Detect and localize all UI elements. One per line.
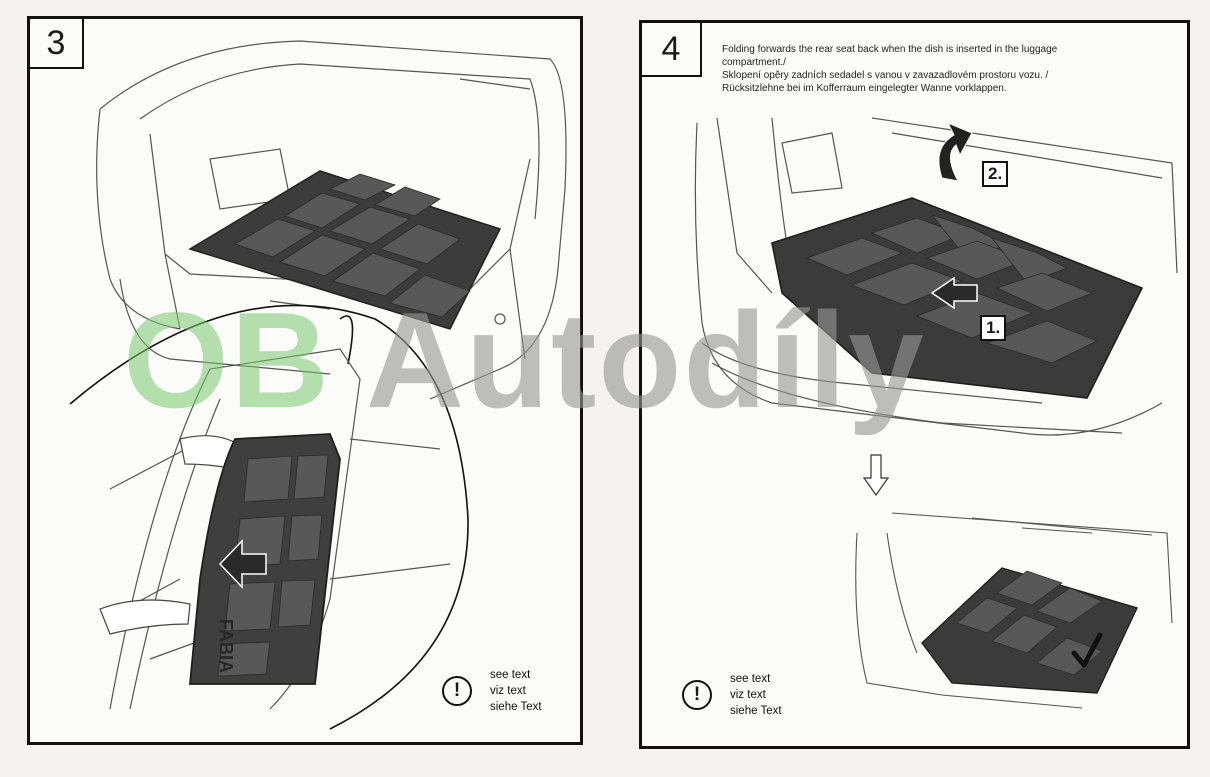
note-text: see text viz text siehe Text <box>490 667 542 715</box>
step-4-illustration <box>694 117 1178 709</box>
note-line: siehe Text <box>730 705 782 717</box>
note-text: see text viz text siehe Text <box>730 671 782 719</box>
see-text-note: ! see text viz text siehe Text <box>442 667 542 715</box>
step-3-illustration: FABIA <box>69 40 567 730</box>
note-line: viz text <box>730 689 766 701</box>
step-4-panel: 4 Folding forwards the rear seat back wh… <box>639 20 1190 749</box>
step-caption: Folding forwards the rear seat back when… <box>722 43 1172 95</box>
step-number: 3 <box>30 19 84 69</box>
exclamation-icon: ! <box>442 676 472 706</box>
step-label-2: 2. <box>982 161 1009 187</box>
caption-line: Rücksitzlehne bei im Kofferraum eingeleg… <box>722 83 1007 94</box>
note-line: siehe Text <box>490 701 542 713</box>
step-3-panel: 3 <box>27 16 583 745</box>
note-line: see text <box>730 673 771 685</box>
note-line: see text <box>490 669 531 681</box>
caption-line: compartment./ <box>722 57 786 68</box>
note-line: viz text <box>490 685 526 697</box>
tray-brand-text: FABIA <box>216 619 236 673</box>
check-icon <box>1071 632 1103 668</box>
step-number: 4 <box>642 23 702 77</box>
caption-line: Folding forwards the rear seat back when… <box>722 44 1058 55</box>
see-text-note: ! see text viz text siehe Text <box>682 671 782 719</box>
step-label-1: 1. <box>980 315 1007 341</box>
exclamation-icon: ! <box>682 680 712 710</box>
caption-line: Sklopení opěry zadních sedadel s vanou v… <box>722 70 1049 81</box>
